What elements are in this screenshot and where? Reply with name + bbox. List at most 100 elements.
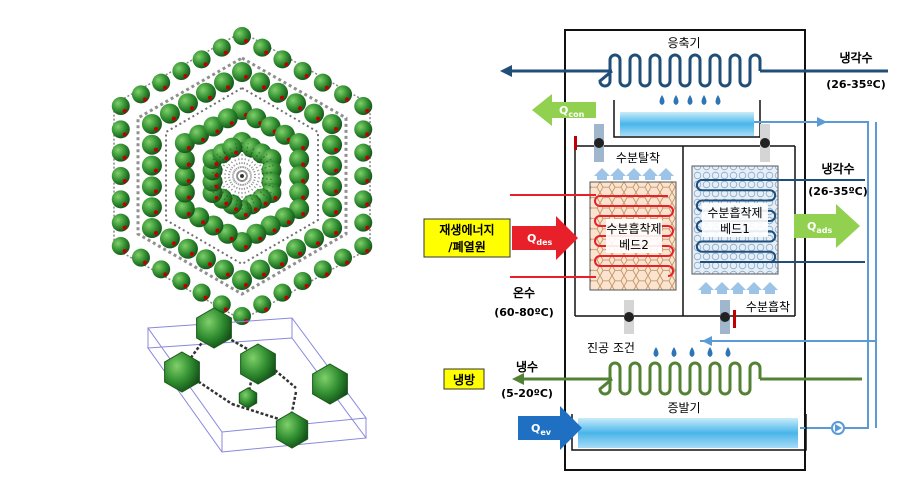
oxygen-atom (214, 162, 219, 166)
top-left-valve (574, 124, 604, 162)
oxygen-atom (214, 196, 219, 200)
cooling-output-label: 냉방 (453, 372, 475, 387)
oxygen-atom (142, 97, 147, 102)
mof-cluster (131, 85, 150, 104)
oxygen-atom (316, 116, 321, 121)
oxygen-atom (186, 212, 191, 216)
up-arrow (658, 168, 674, 180)
bed2-label-line2: 베드2 (619, 238, 649, 252)
oxygen-atom (163, 272, 168, 277)
mof-cluster (354, 143, 373, 162)
oxygen-atom (189, 251, 194, 256)
mof-cluster (111, 167, 130, 185)
oxygen-atom (207, 262, 212, 267)
water-droplet (689, 347, 695, 357)
mof-cluster (354, 167, 373, 185)
mof-cluster (273, 50, 292, 69)
spray-droplets (653, 347, 731, 357)
oxygen-atom (153, 168, 158, 173)
oxygen-atom (201, 137, 206, 142)
zr-cluster-polyhedron (164, 351, 200, 393)
organic-linker (235, 143, 243, 177)
mof-cluster (177, 93, 198, 114)
oxygen-atom (244, 245, 248, 249)
mof-cluster (354, 120, 373, 139)
mof-cluster (141, 114, 162, 134)
mof-cluster (250, 72, 271, 93)
organic-linker (241, 175, 274, 188)
mof-cluster (213, 72, 234, 93)
water-droplet (701, 95, 707, 105)
bed2-label-line1: 수분흡착제 (606, 222, 661, 236)
organic-linker (210, 175, 243, 181)
chilled-water-temp: (5-20ºC) (501, 387, 553, 400)
mof-unit-cell (147, 307, 367, 453)
mof-cluster (322, 134, 343, 155)
zr-cluster-polyhedron (312, 363, 348, 405)
oxygen-atom (153, 127, 158, 131)
mof-cluster (192, 50, 211, 69)
oxygen-atom (365, 132, 370, 137)
oxygen-atom (203, 295, 208, 300)
oxygen-atom (122, 179, 127, 183)
organic-linker (222, 175, 243, 202)
mof-cluster (322, 114, 343, 134)
condensate-droplets (659, 95, 721, 105)
oxygen-atom (153, 210, 158, 215)
oxygen-atom (225, 272, 230, 277)
oxygen-atom (224, 156, 229, 161)
organic-linker (241, 146, 256, 177)
up-arrow (642, 168, 658, 180)
oxygen-atom (163, 85, 168, 90)
mof-framework-top-view (111, 27, 373, 325)
organic-linker (210, 164, 243, 177)
oxygen-atom (186, 162, 191, 167)
oxygen-atom (244, 75, 248, 79)
mof-cluster (304, 103, 325, 124)
organic-linker (241, 175, 274, 181)
q-ads-arrow: Qads (794, 204, 860, 248)
mof-cluster (293, 62, 312, 80)
mof-cluster (159, 228, 180, 249)
oxygen-atom (244, 213, 248, 217)
zr-cluster-polyhedron (275, 411, 309, 449)
mof-cluster (141, 218, 162, 238)
oxygen-atom (301, 179, 306, 183)
organic-linker (222, 150, 243, 177)
mof-cluster (322, 176, 343, 197)
organic-linker (241, 164, 274, 177)
mof-cluster (111, 97, 130, 115)
oxygen-atom (365, 179, 370, 183)
mof-cluster (354, 190, 373, 209)
oxygen-atom (334, 147, 339, 152)
organic-linker (235, 175, 243, 209)
mof-cluster (152, 73, 171, 92)
organic-linker (210, 175, 243, 188)
cooling-water-top-label: 냉각수 (839, 50, 872, 65)
svg-text:Qcon: Qcon (559, 104, 585, 119)
zr-cluster-polyhedron (196, 307, 232, 349)
oxygen-atom (122, 155, 127, 160)
chilled-water-label: 냉수 (516, 359, 538, 374)
mof-cluster (250, 259, 271, 280)
oxygen-atom (264, 307, 269, 312)
organic-linker (228, 146, 243, 177)
oxygen-atom (262, 272, 267, 277)
mof-cluster (268, 82, 289, 103)
mof-cluster (213, 259, 234, 280)
oxygen-atom (189, 106, 194, 111)
oxygen-atom (258, 236, 263, 241)
mof-cluster (195, 249, 216, 270)
oxygen-atom (215, 228, 220, 233)
mof-cluster (334, 85, 353, 104)
oxygen-atom (365, 109, 370, 113)
mof-cluster (141, 134, 162, 155)
mof-cluster (354, 97, 373, 115)
oxygen-atom (334, 168, 339, 173)
oxygen-atom (316, 241, 321, 246)
mof-cluster (313, 260, 332, 279)
up-arrow (698, 282, 714, 294)
organic-linker (241, 175, 268, 199)
oxygen-atom (203, 62, 208, 67)
organic-linker (228, 175, 243, 206)
